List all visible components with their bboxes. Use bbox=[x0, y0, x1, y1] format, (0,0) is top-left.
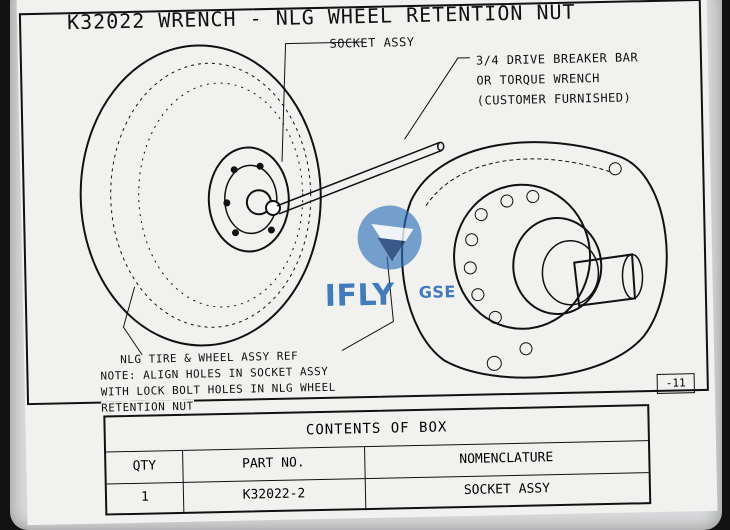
wheel-illustration bbox=[79, 41, 668, 379]
figure-ref: -11 bbox=[656, 373, 695, 394]
header-qty: QTY bbox=[132, 458, 157, 474]
table-row-qty: 1 bbox=[140, 489, 150, 505]
table-title: CONTENTS OF BOX bbox=[105, 406, 648, 453]
leader-lines bbox=[122, 41, 470, 356]
watermark-subtext: GSE bbox=[418, 282, 457, 302]
note-line3: RETENTION NUT bbox=[101, 399, 194, 415]
watermark-logo bbox=[357, 205, 422, 270]
breaker-bar-callout-line2: OR TORQUE WRENCH bbox=[476, 71, 601, 88]
table-row-nomenclature: SOCKET ASSY bbox=[463, 481, 551, 499]
header-nomenclature: NOMENCLATURE bbox=[459, 450, 554, 468]
socket-assy-callout: SOCKET ASSY bbox=[329, 34, 415, 51]
tire-drawing bbox=[79, 44, 322, 347]
socket-detail-drawing bbox=[401, 141, 668, 379]
watermark-text: IFLY bbox=[324, 277, 396, 314]
breaker-bar-drawing bbox=[276, 141, 445, 215]
header-part-no: PART NO. bbox=[241, 455, 305, 472]
placard-sheet: K32022 WRENCH - NLG WHEEL RETENTION NUT bbox=[16, 0, 718, 526]
contents-table: CONTENTS OF BOX QTY PART NO. NOMENCLATUR… bbox=[103, 404, 652, 516]
table-row-part-no: K32022-2 bbox=[242, 486, 306, 503]
